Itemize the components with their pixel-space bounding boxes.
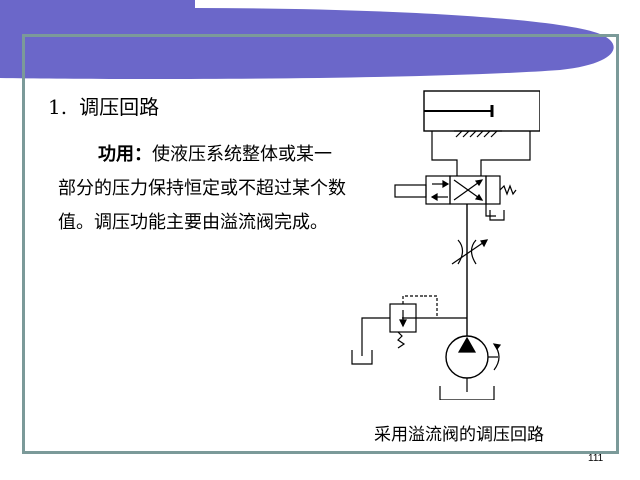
header-band [0,0,614,80]
pump-rotation-arrow [492,343,502,351]
relief-pilot-line [402,295,424,304]
valve-spring [499,184,517,196]
heading-title: 调压回路 [79,95,160,119]
throttle-arc-right [470,239,477,265]
relief-pilot-line-2 [424,295,438,318]
valve-cross-arrow-b [474,179,484,187]
throttle-adjust-arrow [451,239,488,265]
valve-cross-arrow-a [474,193,484,201]
function-term: 功用 [98,144,134,165]
cylinder-left-port-line [431,131,458,176]
cylinder-right-port-line [480,131,531,176]
header-ellipse [0,4,614,80]
pump-triangle [457,336,477,353]
throttle-arrowhead [480,239,489,248]
valve-solenoid-actuator [394,184,427,198]
relief-spring [397,331,406,349]
content-frame [22,34,619,454]
valve-return-line [485,204,496,217]
relief-arrow [399,319,407,328]
pump [439,335,502,400]
body-paragraph: 功用：使液压系统整体或某一部分的压力保持恒定或不超过某个数值。调压功能主要由溢流… [58,138,348,240]
header-top-strip [0,0,195,6]
valve-arrow-b [430,192,438,202]
pump-tank [439,386,495,400]
directional-valve [394,175,517,221]
relief-valve [351,295,438,365]
section-heading: 1. 调压回路 [48,91,159,120]
relief-tank [351,350,373,365]
valve-return-tank [489,210,505,221]
throttle-arc-left [457,239,464,265]
term-separator: ： [134,144,152,165]
diagram-caption: 采用溢流阀的调压回路 [374,425,544,445]
valve-right-cell [485,175,501,205]
hydraulic-cylinder [423,90,540,176]
heading-number: 1. [48,95,68,119]
throttle-valve [451,239,489,265]
relief-drain-line [361,317,390,356]
pressure-circuit-diagram [351,90,540,400]
page-number: 111 [588,453,604,464]
valve-left-cell [425,175,451,205]
function-description: 使液压系统整体或某一部分的压力保持恒定或不超过某个数值。调压功能主要由溢流阀完成… [58,144,346,233]
cylinder-hatching [455,130,498,138]
valve-arrow-a [442,179,450,189]
